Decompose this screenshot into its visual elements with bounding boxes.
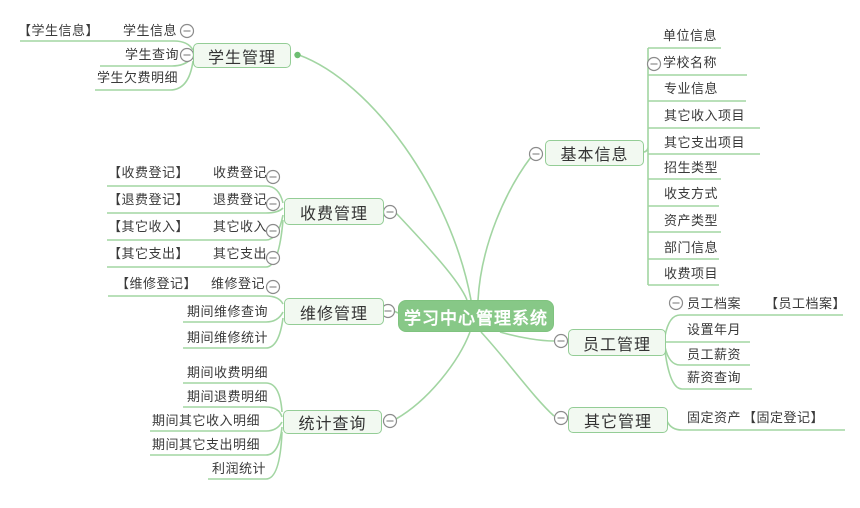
topic-fee-charge[interactable]: 收费登记 bbox=[213, 165, 268, 180]
connector-root-other bbox=[480, 331, 555, 417]
topic-profit-stats[interactable]: 利润统计 bbox=[212, 461, 267, 476]
underline-student-info bbox=[20, 40, 194, 51]
branch-student[interactable]: 学生管理 bbox=[193, 43, 291, 68]
topic-staff-file[interactable]: 员工档案 bbox=[687, 296, 742, 311]
underline-fee-charge bbox=[107, 185, 284, 204]
topic-period-other-income-detail[interactable]: 期间其它收入明细 bbox=[152, 413, 261, 428]
topic-period-repair-query[interactable]: 期间维修查询 bbox=[187, 304, 269, 319]
tag-fee-charge[interactable]: 【收费登记】 bbox=[108, 165, 190, 180]
tag-student-info[interactable]: 【学生信息】 bbox=[18, 23, 100, 38]
underline-profit-stats bbox=[208, 431, 283, 480]
topic-unit-info[interactable]: 单位信息 bbox=[663, 28, 718, 43]
underline-fee-refund bbox=[107, 207, 284, 214]
collapse-minus-icon-student-branch[interactable] bbox=[179, 47, 195, 63]
topic-repair-reg[interactable]: 维修登记 bbox=[211, 276, 266, 291]
underline-repair-reg bbox=[108, 295, 284, 305]
collapse-minus-icon-student-info[interactable] bbox=[179, 23, 195, 39]
topic-salary-query[interactable]: 薪资查询 bbox=[687, 370, 742, 385]
topic-other-income-items[interactable]: 其它收入项目 bbox=[664, 108, 746, 123]
branch-other[interactable]: 其它管理 bbox=[568, 407, 668, 433]
topic-fixed-asset[interactable]: 固定资产 bbox=[687, 410, 742, 425]
collapse-minus-icon-repair-reg[interactable] bbox=[265, 279, 281, 295]
underline-period-other-income-detail bbox=[150, 421, 283, 432]
connector-root-fee bbox=[395, 212, 468, 301]
connector-root-basic bbox=[477, 156, 532, 301]
branch-staff[interactable]: 员工管理 bbox=[568, 329, 666, 356]
collapse-minus-icon-stats-branch[interactable] bbox=[382, 413, 398, 429]
topic-payment-method[interactable]: 收支方式 bbox=[664, 186, 719, 201]
collapse-minus-icon-fee-charge[interactable] bbox=[265, 169, 281, 185]
root-topic[interactable]: 学习中心管理系统 bbox=[398, 300, 554, 332]
topic-period-other-expense-detail[interactable]: 期间其它支出明细 bbox=[152, 437, 261, 452]
topic-period-repair-stats[interactable]: 期间维修统计 bbox=[187, 330, 269, 345]
branch-maintenance[interactable]: 维修管理 bbox=[284, 298, 384, 325]
topic-period-refund-detail[interactable]: 期间退费明细 bbox=[187, 389, 269, 404]
branch-fee[interactable]: 收费管理 bbox=[284, 198, 384, 225]
underline-period-repair-stats bbox=[183, 317, 284, 349]
topic-student-arrears[interactable]: 学生欠费明细 bbox=[97, 70, 179, 85]
branch-connection-dot bbox=[294, 51, 301, 59]
collapse-minus-icon-other-branch[interactable] bbox=[553, 410, 569, 426]
topic-major-info[interactable]: 专业信息 bbox=[664, 81, 719, 96]
underline-period-fee-detail bbox=[183, 382, 283, 413]
trunk-basic bbox=[642, 48, 649, 285]
topic-asset-type[interactable]: 资产类型 bbox=[664, 213, 719, 228]
underline-staff-file bbox=[664, 314, 843, 337]
tag-fixed-asset[interactable]: 【固定登记】 bbox=[743, 410, 825, 425]
collapse-minus-icon-fee-branch[interactable] bbox=[382, 204, 398, 220]
underline-period-refund-detail bbox=[183, 406, 283, 418]
underline-period-repair-query bbox=[183, 311, 284, 323]
tag-fee-other-income[interactable]: 【其它收入】 bbox=[108, 219, 190, 234]
underline-student-arrears bbox=[95, 60, 194, 91]
collapse-minus-icon-basic-branch[interactable] bbox=[528, 146, 544, 162]
topic-student-query[interactable]: 学生查询 bbox=[125, 47, 180, 62]
topic-period-fee-detail[interactable]: 期间收费明细 bbox=[187, 365, 269, 380]
connector-root-stats bbox=[395, 331, 471, 420]
topic-fee-other-income[interactable]: 其它收入 bbox=[213, 219, 268, 234]
topic-fee-refund[interactable]: 退费登记 bbox=[213, 192, 268, 207]
branch-basic[interactable]: 基本信息 bbox=[545, 140, 644, 166]
tag-repair-reg[interactable]: 【维修登记】 bbox=[116, 276, 198, 291]
topic-school-name[interactable]: 学校名称 bbox=[663, 55, 718, 70]
collapse-minus-icon-other-expense[interactable] bbox=[265, 250, 281, 266]
topic-other-expense-items[interactable]: 其它支出项目 bbox=[664, 135, 746, 150]
topic-set-month[interactable]: 设置年月 bbox=[687, 322, 742, 337]
topic-fee-other-expense[interactable]: 其它支出 bbox=[213, 246, 268, 261]
branch-stats[interactable]: 统计查询 bbox=[283, 410, 382, 434]
connector-root-student bbox=[298, 54, 472, 301]
collapse-minus-icon-fee-refund[interactable] bbox=[265, 196, 281, 212]
tag-staff-file[interactable]: 【员工档案】 bbox=[765, 296, 847, 311]
topic-fee-items[interactable]: 收费项目 bbox=[664, 266, 719, 281]
topic-salary[interactable]: 员工薪资 bbox=[687, 347, 742, 362]
topic-student-info[interactable]: 学生信息 bbox=[123, 23, 178, 38]
collapse-minus-icon-other-income[interactable] bbox=[265, 223, 281, 239]
collapse-minus-icon-staff-branch[interactable] bbox=[553, 333, 569, 349]
collapse-minus-icon-staff-file[interactable] bbox=[668, 295, 684, 311]
topic-enroll-type[interactable]: 招生类型 bbox=[664, 160, 719, 175]
topic-department-info[interactable]: 部门信息 bbox=[664, 240, 719, 255]
collapse-minus-icon-school-name[interactable] bbox=[646, 56, 662, 72]
connector-root-staff bbox=[499, 331, 555, 342]
underline-salary-query bbox=[664, 350, 752, 390]
tag-fee-other-expense[interactable]: 【其它支出】 bbox=[108, 246, 190, 261]
tag-fee-refund[interactable]: 【退费登记】 bbox=[108, 192, 190, 207]
